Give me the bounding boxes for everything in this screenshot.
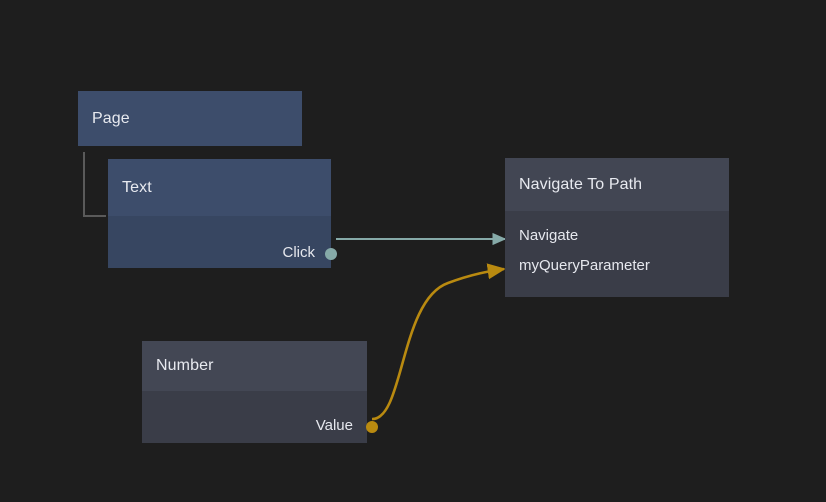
port-label-myqueryparameter: myQueryParameter: [519, 257, 650, 274]
node-navigate-to-path[interactable]: Navigate To Path Navigate myQueryParamet…: [505, 158, 729, 297]
edge-value-to-myqueryparameter[interactable]: [371, 263, 506, 421]
node-text-body: Click: [108, 216, 337, 268]
hierarchy-bracket-icon: [83, 152, 106, 217]
port-label-navigate: Navigate: [519, 227, 579, 244]
node-page-title: Page: [92, 109, 130, 127]
exec-socket-icon[interactable]: [325, 248, 337, 260]
port-row-navigate[interactable]: Navigate: [505, 227, 578, 244]
node-number-body: Value: [142, 391, 378, 443]
node-text-title: Text: [108, 159, 331, 216]
port-row-myqueryparameter[interactable]: myQueryParameter: [505, 257, 650, 274]
node-navigate-to-path-body: Navigate myQueryParameter: [505, 211, 729, 297]
node-number-title: Number: [142, 341, 367, 391]
port-row-value[interactable]: Value: [315, 417, 378, 434]
node-navigate-to-path-title: Navigate To Path: [505, 158, 729, 211]
data-socket-icon[interactable]: [366, 421, 378, 433]
node-page[interactable]: Page: [78, 91, 302, 146]
port-row-click[interactable]: Click: [282, 244, 337, 261]
port-label-click: Click: [282, 244, 316, 261]
node-number[interactable]: Number Value: [142, 341, 378, 443]
port-label-value: Value: [315, 417, 353, 434]
node-text[interactable]: Text Click: [108, 159, 337, 268]
